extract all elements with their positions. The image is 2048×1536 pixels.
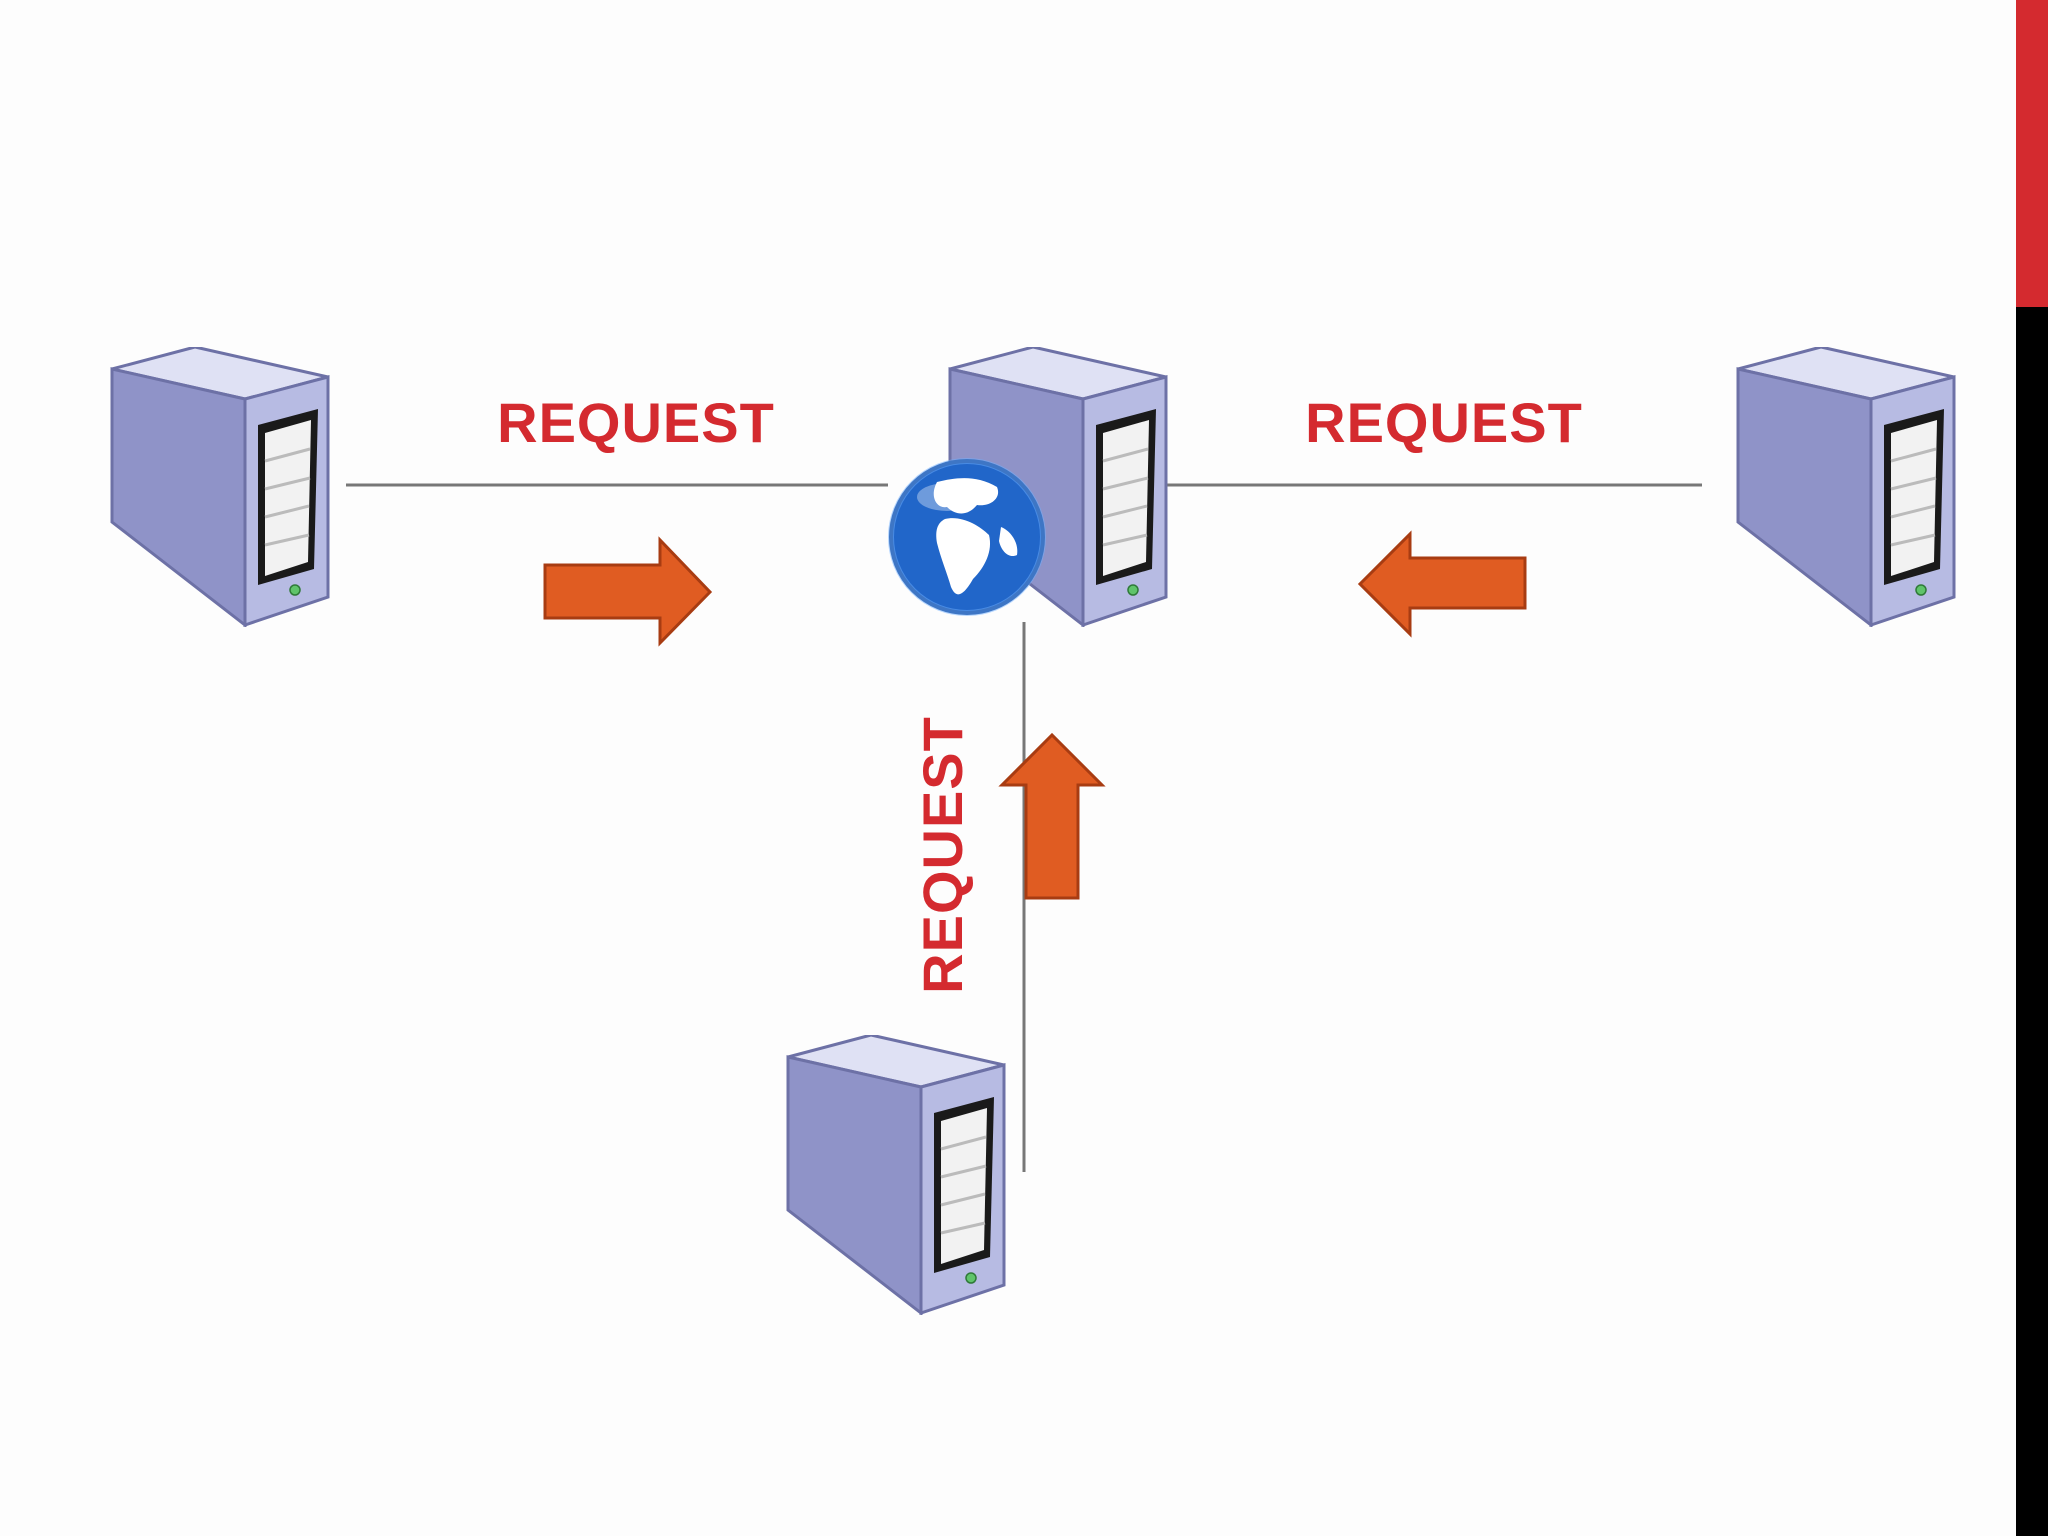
request-label-right: REQUEST (1305, 391, 1583, 454)
globe-icon (888, 458, 1046, 616)
server-right (1736, 347, 1956, 627)
arrow-up (998, 732, 1106, 900)
server-icon (1736, 347, 1956, 627)
server-bottom (786, 1035, 1006, 1315)
request-label-left: REQUEST (497, 391, 775, 454)
arrow-left (1357, 530, 1527, 638)
server-left (110, 347, 330, 627)
request-label-bottom: REQUEST (911, 716, 974, 994)
accent-bar-red (2016, 0, 2048, 307)
server-icon (786, 1035, 1006, 1315)
arrow-right (543, 536, 713, 647)
server-icon (110, 347, 330, 627)
accent-bar-black (2016, 307, 2048, 1536)
